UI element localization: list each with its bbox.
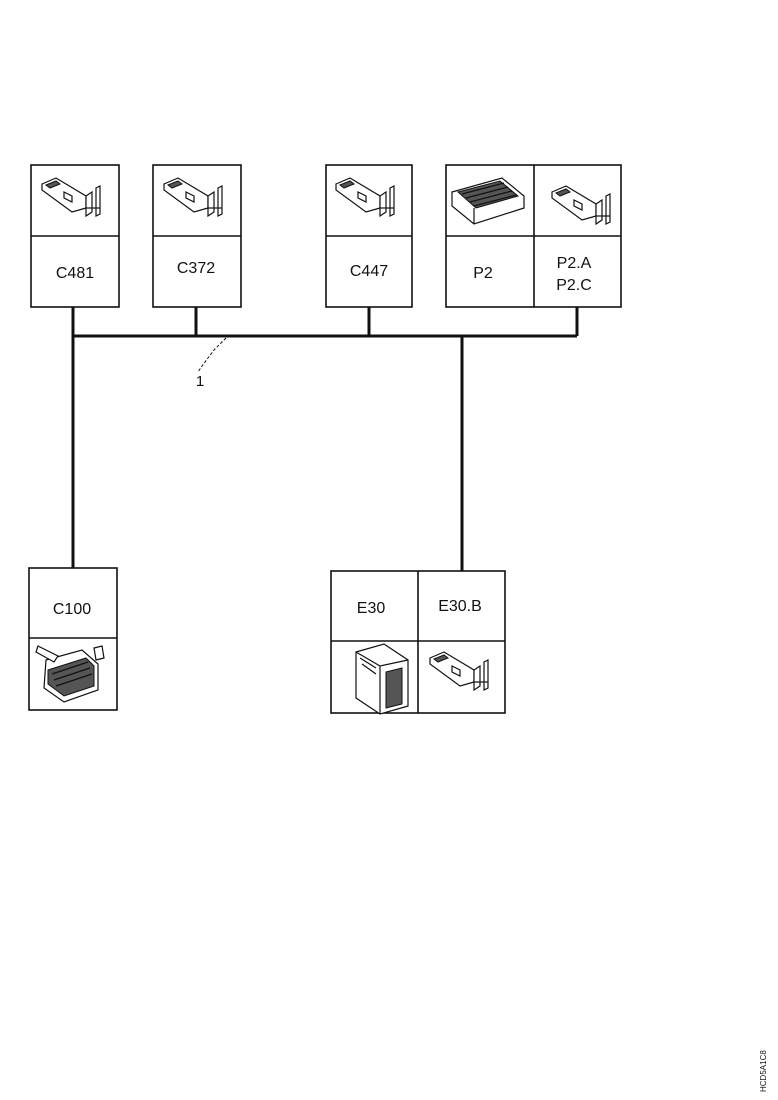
connector-label-e30: E30: [357, 600, 386, 617]
connector-label-e30b: E30.B: [438, 598, 482, 615]
connector-label-p2c: P2.C: [556, 277, 592, 294]
harness-wires: [71, 307, 579, 571]
connector-label-c447: C447: [350, 263, 388, 280]
document-code: HCD5A1C8: [759, 1050, 768, 1092]
connector-label-c372: C372: [177, 260, 215, 277]
connector-c481: C481: [30, 164, 120, 308]
connector-p2: P2 P2.A P2.C: [445, 164, 622, 308]
connector-label-c481: C481: [56, 265, 94, 282]
connector-c100: C100: [28, 567, 118, 711]
document-code-text: HCD5A1C8: [759, 1050, 768, 1092]
callout-number: 1: [196, 373, 204, 390]
connector-c372: C372: [152, 164, 242, 308]
connector-label-p2: P2: [473, 265, 493, 282]
control-module-icon: [355, 643, 409, 715]
connector-c447: C447: [325, 164, 413, 308]
connector-label-c100: C100: [53, 601, 91, 618]
connector-label-p2a: P2.A: [557, 255, 592, 272]
harness-callout: 1: [196, 337, 227, 390]
connector-e30: E30 E30.B: [330, 570, 506, 715]
